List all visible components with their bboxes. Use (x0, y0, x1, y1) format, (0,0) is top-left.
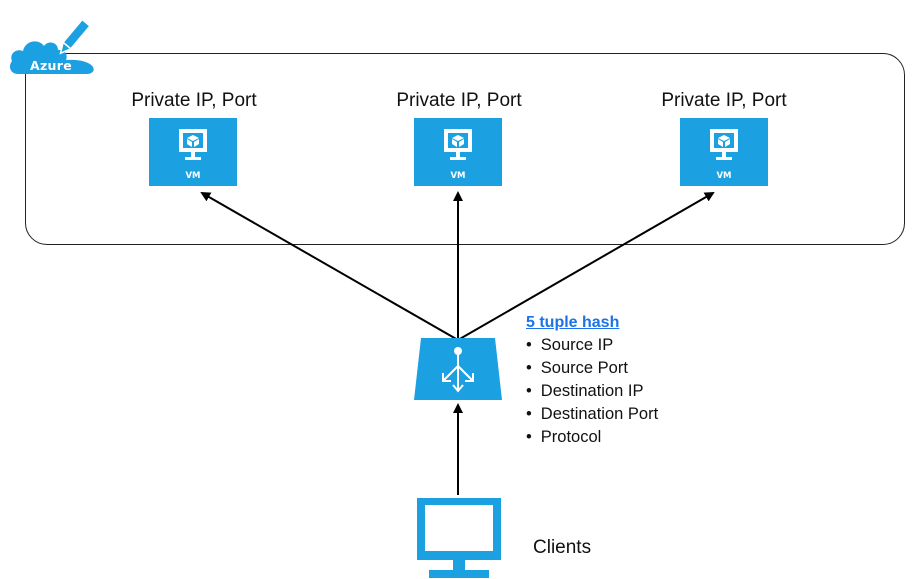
hash-field-list: Source IP Source Port Destination IP Des… (526, 334, 658, 449)
hash-item-destination-ip: Destination IP (526, 380, 658, 403)
arrow-to-vm-3 (457, 192, 715, 341)
clients-label: Clients (533, 537, 592, 558)
vm-icon (710, 129, 738, 160)
azure-cloud-edit-icon (10, 15, 94, 74)
hash-item-source-port: Source Port (526, 357, 658, 380)
vm-icon (179, 129, 207, 160)
arrow-to-vm-1 (200, 192, 459, 341)
vm-1-label: Private IP, Port (131, 90, 257, 111)
vm-3-label: Private IP, Port (661, 90, 787, 111)
vm-2-label: Private IP, Port (396, 90, 522, 111)
load-balancer-icon (414, 338, 502, 400)
vm-2-tag: VM (450, 171, 466, 181)
hash-item-protocol: Protocol (526, 426, 658, 449)
hash-title-link[interactable]: 5 tuple hash (526, 314, 620, 331)
vm-1-tile: VM (149, 118, 237, 186)
vm-3-tile: VM (680, 118, 768, 186)
hash-item-destination-port: Destination Port (526, 403, 658, 426)
hash-item-source-ip: Source IP (526, 334, 658, 357)
monitor-icon (417, 498, 501, 578)
vm-3-tag: VM (716, 171, 732, 181)
azure-container (25, 53, 905, 245)
azure-label: Azure (30, 58, 72, 73)
vm-icon (444, 129, 472, 160)
vm-2-tile: VM (414, 118, 502, 186)
vm-1-tag: VM (185, 171, 201, 181)
